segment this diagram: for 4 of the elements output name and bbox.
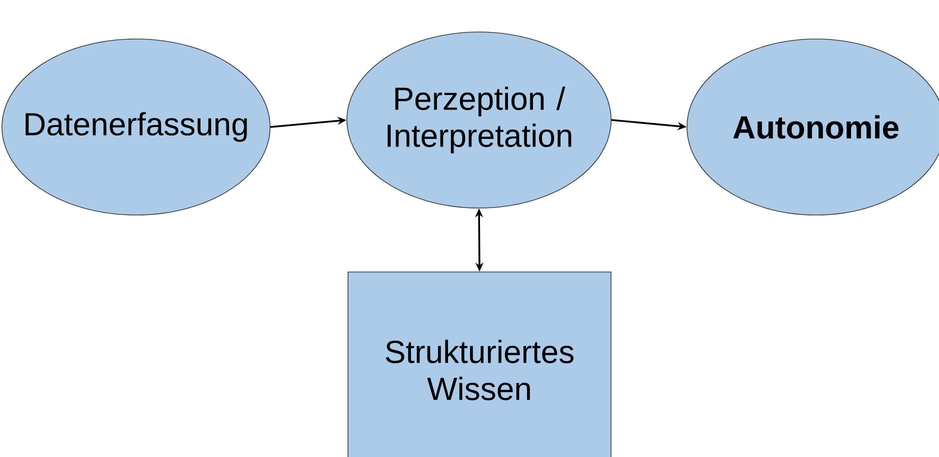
ellipse-node: Perzeption / Interpretation: [346, 32, 612, 208]
ellipse-node: Autonomie: [686, 38, 939, 216]
ellipse-node: Datenerfassung: [2, 38, 270, 216]
process-box: Strukturiertes Wissen: [348, 272, 612, 457]
